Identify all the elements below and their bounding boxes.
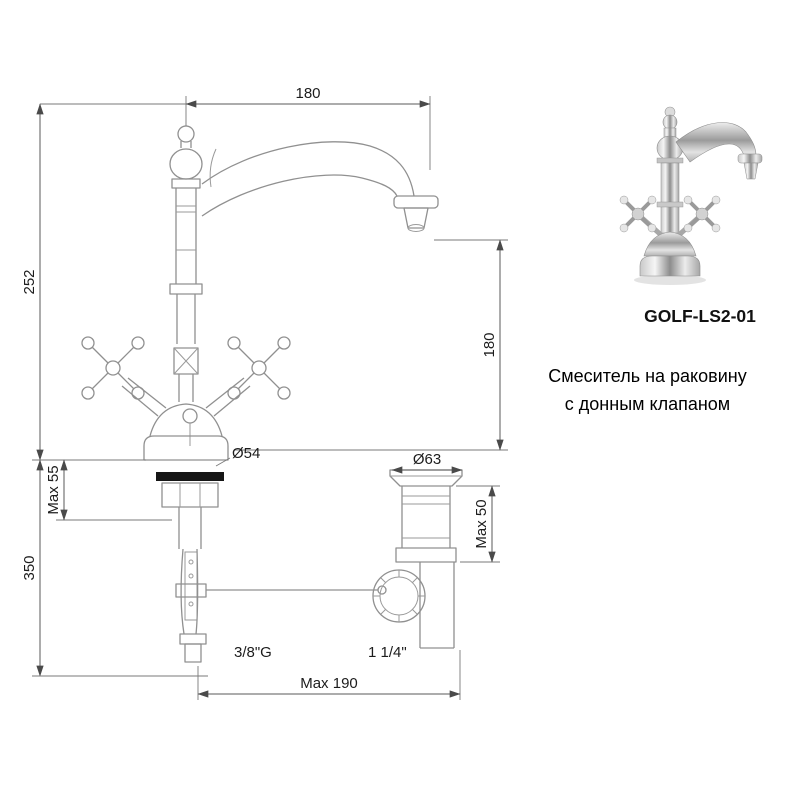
dim-spout-height-label: 180 [481,332,498,357]
spout-outlet-flange [393,195,439,209]
mounting-nut [161,482,219,508]
dim-spout-reach-label: 180 [295,85,320,102]
pop-up-linkage [175,551,387,621]
gasket [156,472,224,481]
under-counter-assembly [156,472,387,663]
dim-waste-body-max: Max 50 [456,485,500,563]
dim-hose-length: 350 [21,459,208,677]
photo-base [639,255,701,277]
handle-right [205,336,291,417]
dim-total-height: 252 [21,103,146,461]
dim-base-diameter-label: Ø54 [232,445,260,462]
product-photo-image [619,106,763,285]
base-plinth [143,435,229,461]
valve-block [173,347,199,402]
product-description-line1: Смеситель на раковину [548,366,747,386]
photo-spout [675,122,757,163]
dim-rod-reach-max-label: Max 190 [300,675,358,692]
dim-base-diameter: Ø54 [215,445,260,467]
product-description-line2: с донным клапаном [564,394,731,414]
product-photo [578,84,768,314]
body-dome [149,403,223,437]
waste-flange [389,469,463,487]
dim-waste-body-max-label: Max 50 [473,499,490,548]
dim-waste-size-label: 1 1/4" [368,644,407,661]
photo-handle-left [619,195,663,237]
handle-left [81,336,167,417]
product-code: GOLF-LS2-01 [644,306,756,326]
body-column [169,188,203,344]
spout-bulb [169,148,203,180]
dim-waste-flange-diameter-label: Ø63 [413,451,441,468]
dim-deck-max-label: Max 55 [45,465,62,514]
photo-shadow [634,275,706,285]
waste-assembly [372,469,463,649]
finial-ball [177,125,195,143]
dim-waste-flange-diameter: Ø63 [391,451,463,474]
threaded-shank [178,507,202,549]
waste-tailpiece [419,562,455,649]
spout [201,141,439,232]
dim-hose-length-label: 350 [21,555,38,580]
dim-spout-height: 180 [234,239,508,451]
dim-rod-reach-max: Max 190 [197,650,461,700]
photo-faucet [619,106,763,285]
dim-supply-thread-label: 3/8"G [234,644,272,661]
hose-connector [179,633,207,645]
lift-rod-knob [182,408,198,424]
photo-handle-right [677,195,721,237]
waste-body [395,486,457,563]
product-description: Смеситель на раковину с донным клапаном [495,362,800,418]
knurled-nut [372,569,426,623]
faucet-outline [81,125,439,461]
dim-total-height-label: 252 [21,269,38,294]
supply-hoses [179,548,207,663]
dim-spout-reach: 180 [40,85,431,170]
dim-deck-max: Max 55 [45,459,172,521]
